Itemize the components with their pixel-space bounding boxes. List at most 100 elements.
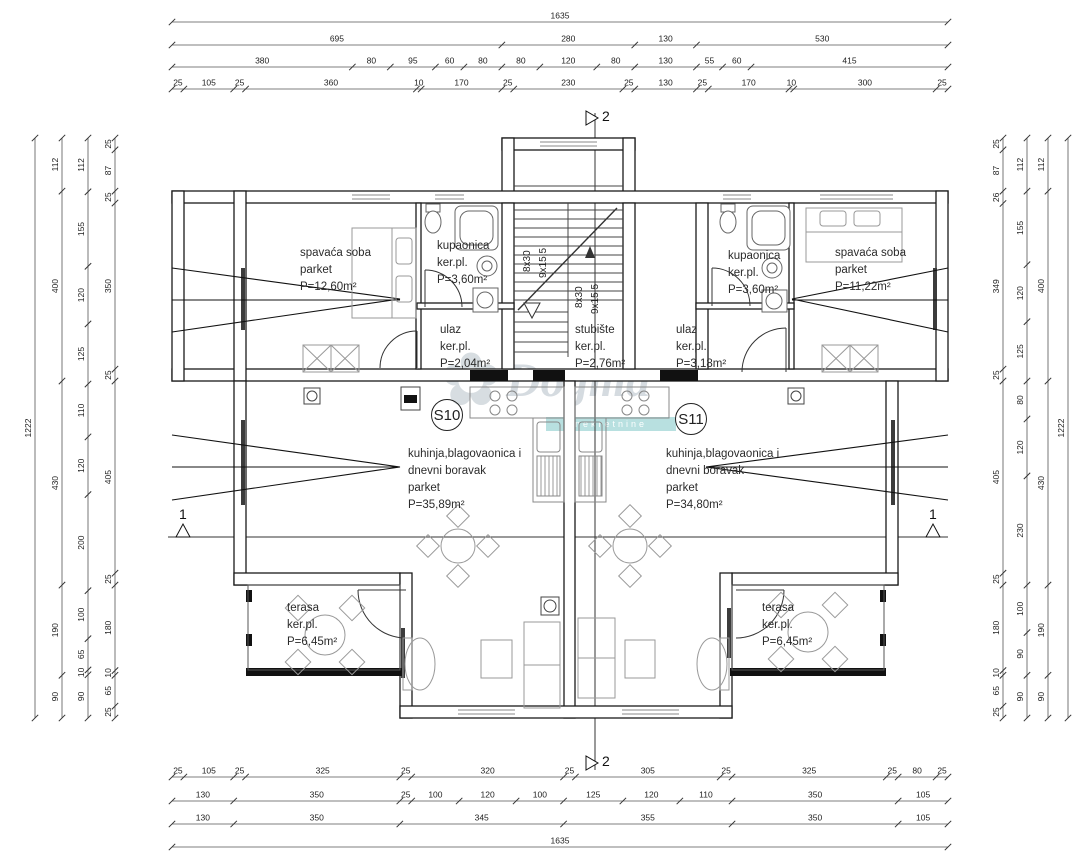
dimension-value: 60	[445, 56, 455, 66]
dimension-value: 120	[481, 790, 495, 800]
staircase	[514, 185, 623, 357]
dimension-value: 25	[103, 139, 113, 149]
dimension-value: 25	[937, 78, 947, 88]
dimension-value: 530	[815, 34, 829, 44]
section-marker-2-top: 2	[602, 108, 610, 124]
label-s11-terrace: terasa ker.pl. P=6,45m²	[762, 602, 813, 648]
dimension-value: 80	[1015, 395, 1025, 405]
dimension-value: 110	[76, 403, 86, 417]
dimension-value: 120	[561, 56, 575, 66]
dimension-value: 350	[103, 279, 113, 293]
dimension-value: 25	[173, 78, 183, 88]
dimension-value: 25	[235, 78, 245, 88]
dimension-value: 405	[103, 470, 113, 484]
terrace-outline	[247, 584, 885, 671]
dimension-value: 112	[50, 158, 60, 172]
dimension-value: 230	[1015, 523, 1025, 537]
dimension-value: 130	[659, 78, 673, 88]
dimension-value: 90	[1036, 692, 1046, 702]
dimension-value: 105	[916, 813, 930, 823]
bathroom-fixtures	[424, 203, 791, 313]
dimension-value: 25	[721, 766, 731, 776]
dimension-value: 90	[50, 692, 60, 702]
unit-badge-s10: S10	[431, 399, 463, 431]
dimension-value: 130	[196, 813, 210, 823]
dimension-value: 130	[659, 56, 673, 66]
dimension-value: 65	[103, 686, 113, 696]
label-s10-bath: kupaonica ker.pl. P=3,60m²	[437, 240, 490, 286]
dimension-value: 130	[196, 790, 210, 800]
dimension-value: 300	[858, 78, 872, 88]
dimension-value: 25	[235, 766, 245, 776]
unit-badge-s11: S11	[675, 403, 707, 435]
dimension-value: 1222	[23, 418, 33, 437]
dimension-chain-top-0: 1635	[168, 11, 952, 26]
dimension-value: 120	[76, 458, 86, 472]
dimension-value: 200	[76, 535, 86, 549]
section-marker-2-bottom: 2	[602, 753, 610, 769]
dimension-value: 80	[912, 766, 922, 776]
dimension-value: 25	[401, 766, 411, 776]
dimension-value: 10	[991, 668, 1001, 678]
dimension-value: 80	[516, 56, 526, 66]
dimension-value: 100	[428, 790, 442, 800]
dimension-value: 90	[76, 691, 86, 701]
dimension-value: 350	[310, 790, 324, 800]
label-s10-bedroom: spavaća soba parket P=12,60m²	[300, 247, 371, 293]
section-line-2	[585, 110, 599, 771]
dimension-chain-right-3: 1222	[1056, 134, 1072, 722]
dimension-value: 65	[76, 649, 86, 659]
dimension-value: 60	[732, 56, 742, 66]
dimension-value: 100	[76, 607, 86, 621]
stair-run2-count: 8x30	[574, 286, 585, 308]
dimension-value: 25	[103, 707, 113, 717]
dimension-value: 180	[103, 620, 113, 634]
dimension-value: 430	[50, 476, 60, 490]
label-s11-bath: kupaonica ker.pl. P=3,60m²	[728, 250, 781, 296]
dimension-value: 25	[698, 78, 708, 88]
door-swings	[357, 267, 787, 639]
windows	[241, 139, 937, 717]
dimension-value: 1222	[1056, 418, 1066, 437]
dimension-value: 112	[76, 158, 86, 172]
dimension-value: 25	[937, 766, 947, 776]
dimension-value: 349	[991, 279, 1001, 293]
dimension-chain-left-0: 1222	[23, 134, 39, 722]
dimension-value: 25	[401, 790, 411, 800]
dimension-value: 25	[991, 139, 1001, 149]
dimension-value: 280	[561, 34, 575, 44]
dimension-value: 1635	[551, 11, 570, 21]
dimension-value: 25	[565, 766, 575, 776]
dimension-value: 87	[991, 166, 1001, 176]
dimension-value: 80	[478, 56, 488, 66]
dimension-value: 155	[76, 222, 86, 236]
dimension-value: 355	[641, 813, 655, 823]
dimension-value: 190	[1036, 623, 1046, 637]
dimension-chain-bottom-3: 1635	[168, 836, 952, 851]
dimension-value: 170	[742, 78, 756, 88]
dimension-value: 25	[887, 766, 897, 776]
dimension-value: 350	[310, 813, 324, 823]
dimension-value: 10	[787, 78, 797, 88]
dimension-value: 230	[561, 78, 575, 88]
dimension-value: 87	[103, 166, 113, 176]
dimension-value: 325	[316, 766, 330, 776]
label-s10-entry: ulaz ker.pl. P=2,04m²	[440, 324, 491, 370]
dimension-value: 100	[1015, 601, 1025, 615]
dimension-value: 155	[1015, 221, 1025, 235]
dimension-value: 120	[76, 288, 86, 302]
dimension-value: 65	[991, 686, 1001, 696]
dimension-value: 125	[1015, 344, 1025, 358]
chimney-and-vents	[303, 386, 805, 616]
dimension-value: 26	[991, 192, 1001, 202]
section-marker-1-left: 1	[179, 506, 187, 522]
dimension-value: 100	[533, 790, 547, 800]
dimension-value: 25	[991, 370, 1001, 380]
